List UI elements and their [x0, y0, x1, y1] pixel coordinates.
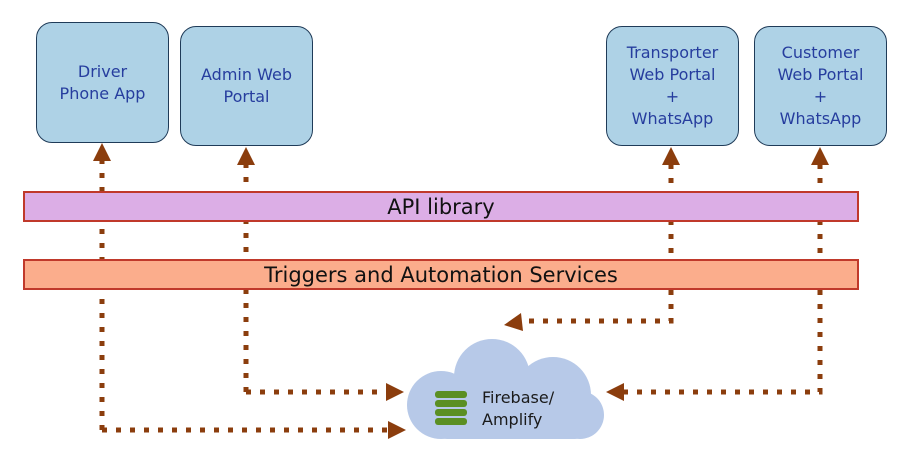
arrowhead-transporter [662, 147, 680, 165]
client-box-driver: Driver Phone App [36, 22, 169, 143]
client-label-line: Transporter [626, 43, 719, 62]
client-label-line: Web Portal [629, 65, 716, 84]
arrowhead-admin-backend [386, 383, 404, 401]
backend-label: Firebase/ Amplify [482, 387, 554, 431]
triggers-bar: Triggers and Automation Services [23, 259, 859, 290]
arrowhead-customer-backend [606, 383, 624, 401]
arrowhead-driver [93, 143, 111, 161]
arrowhead-transporter-backend [504, 313, 523, 331]
client-label-line: Customer [781, 43, 860, 62]
client-label-line: + [665, 87, 680, 106]
backend-label-line: Amplify [482, 410, 543, 429]
client-box-customer: Customer Web Portal + WhatsApp [754, 26, 887, 146]
link-transporter [518, 164, 674, 324]
client-label-line: WhatsApp [779, 109, 862, 128]
client-box-transporter: Transporter Web Portal + WhatsApp [606, 26, 739, 146]
client-label-line: Driver [77, 61, 128, 81]
client-label-line: Web Portal [777, 65, 864, 84]
client-label-line: + [813, 87, 828, 106]
api-library-bar: API library [23, 191, 859, 222]
client-label-line: WhatsApp [631, 109, 714, 128]
client-label-line: Admin Web [201, 65, 292, 84]
client-label-line: Phone App [59, 83, 146, 103]
database-icon [435, 391, 467, 425]
client-box-admin: Admin Web Portal [180, 26, 313, 146]
link-customer [620, 164, 823, 395]
arrowhead-customer [811, 147, 829, 165]
client-label-line: Portal [223, 87, 270, 106]
api-library-label: API library [387, 194, 495, 219]
backend-label-line: Firebase/ [482, 388, 555, 407]
arrowhead-admin [237, 147, 255, 165]
arrowhead-driver-backend [388, 421, 406, 439]
triggers-label: Triggers and Automation Services [264, 262, 618, 287]
